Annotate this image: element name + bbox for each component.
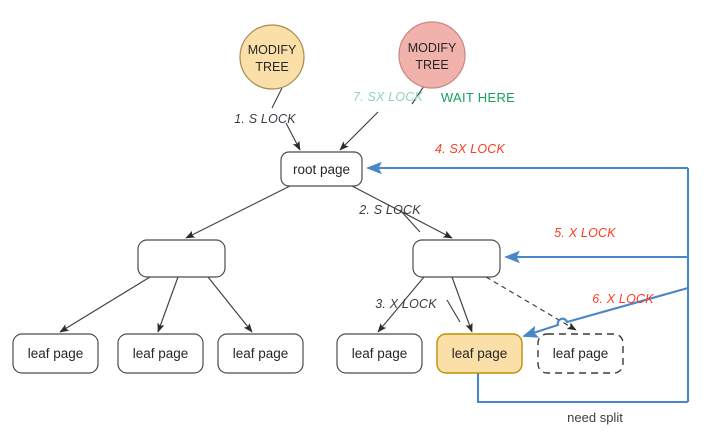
arrow-actor-1-to-root (285, 122, 301, 151)
leaf-page-5-locked[interactable]: leaf page (436, 333, 523, 374)
leaf-page-6-new[interactable]: leaf page (537, 333, 624, 374)
leaf-page-4-label: leaf page (352, 346, 408, 361)
leaf-page-1[interactable]: leaf page (12, 333, 99, 374)
label-step2: 2. S LOCK (358, 203, 421, 217)
leaf-page-4-box[interactable] (336, 333, 423, 374)
label-step7: 7. SX LOCK (353, 90, 424, 104)
actor-modify-tree-1[interactable]: MODIFY TREE (239, 24, 305, 90)
leaf-page-5-box[interactable] (436, 333, 523, 374)
leaf-page-3[interactable]: leaf page (217, 333, 304, 374)
leaf-page-4[interactable]: leaf page (336, 333, 423, 374)
leaf-page-2-label: leaf page (133, 346, 189, 361)
blue-path-need-split (476, 373, 688, 404)
stub-step3 (446, 299, 461, 323)
leaf-page-1-box[interactable] (12, 333, 99, 374)
edge-internal-left-to-leaf-2 (157, 276, 179, 333)
leaf-page-1-label: leaf page (28, 346, 84, 361)
internal-left-box[interactable] (137, 239, 226, 278)
actor-1-line2: TREE (255, 60, 288, 74)
label-need-split: need split (567, 410, 623, 425)
actor-1-line1: MODIFY (248, 43, 297, 57)
root-page-box[interactable] (280, 151, 363, 187)
label-step5: 5. X LOCK (554, 226, 616, 240)
blue-lock-paths (366, 161, 690, 404)
tree-edges (59, 185, 577, 333)
edge-internal-right-to-leaf-4 (377, 276, 425, 333)
leaf-page-6-label: leaf page (553, 346, 609, 361)
edge-internal-right-to-leaf-5 (451, 276, 473, 333)
edge-root-to-internal-left (185, 185, 291, 239)
actor-2-circle[interactable] (398, 21, 466, 89)
actor-2-line2: TREE (415, 58, 448, 72)
node-internal-right[interactable] (412, 239, 501, 278)
internal-right-box[interactable] (412, 239, 501, 278)
arrow-actor-2-to-root (339, 111, 379, 151)
blue-path-step6 (522, 286, 689, 338)
label-wait-here: WAIT HERE (441, 90, 515, 105)
label-step3: 3. X LOCK (375, 297, 437, 311)
node-root-page[interactable]: root page (280, 151, 363, 187)
actor-1-circle[interactable] (239, 24, 305, 90)
leaf-page-6-box[interactable] (537, 333, 624, 374)
label-step1: 1. S LOCK (234, 112, 296, 126)
leaf-page-2[interactable]: leaf page (117, 333, 204, 374)
root-page-label: root page (293, 162, 350, 177)
leaf-page-2-box[interactable] (117, 333, 204, 374)
edge-internal-left-to-leaf-1 (59, 276, 151, 333)
actor-2-line1: MODIFY (408, 41, 457, 55)
leaf-page-3-label: leaf page (233, 346, 289, 361)
actor-modify-tree-2[interactable]: MODIFY TREE (398, 21, 466, 89)
stub-actor-1 (271, 87, 283, 109)
stub-actor-2 (411, 85, 425, 105)
label-step6: 6. X LOCK (592, 292, 654, 306)
stub-step2 (399, 209, 421, 233)
edge-internal-left-to-leaf-3 (207, 276, 253, 333)
leaf-page-5-label: leaf page (452, 346, 508, 361)
edge-internal-right-to-leaf-6-dashed (485, 276, 577, 331)
leaf-page-3-box[interactable] (217, 333, 304, 374)
label-step4: 4. SX LOCK (435, 142, 506, 156)
node-internal-left[interactable] (137, 239, 226, 278)
actor-connectors (271, 85, 461, 323)
